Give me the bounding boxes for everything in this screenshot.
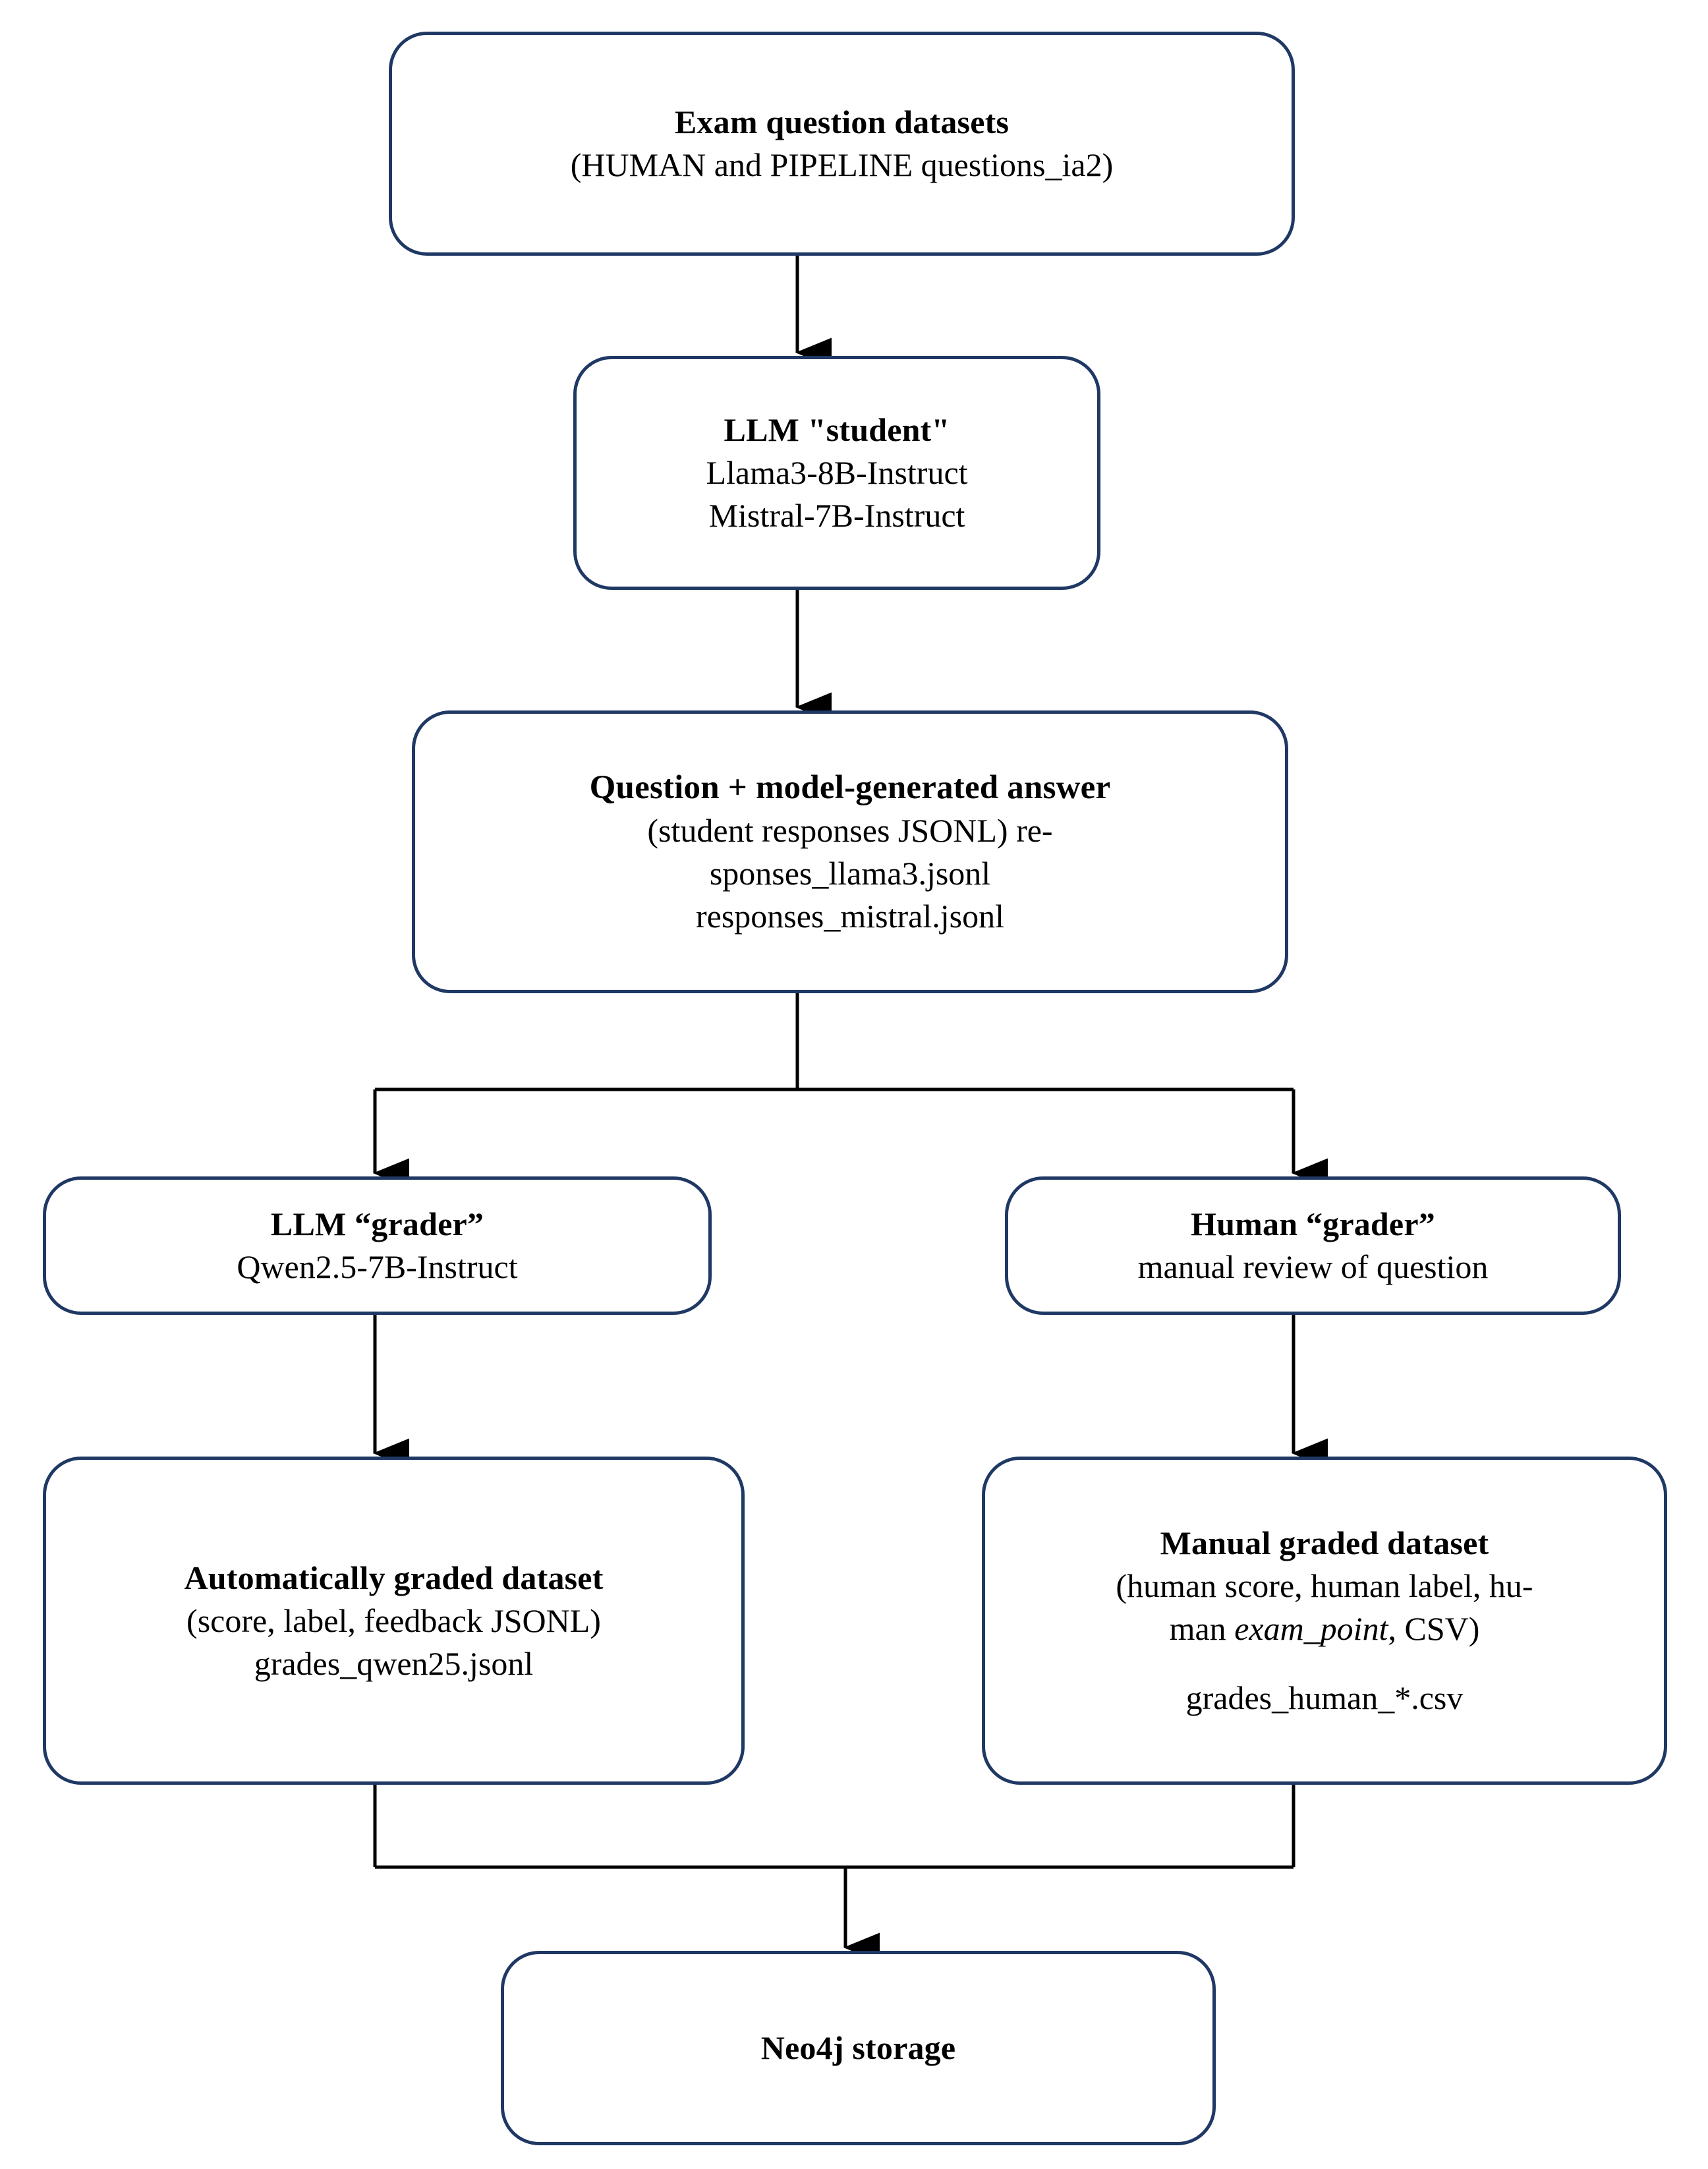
node-line: Mistral-7B-Instruct (708, 497, 965, 534)
node-line: sponses_llama3.jsonl (709, 855, 991, 892)
node-human-grader[interactable]: Human “grader” manual review of question (1005, 1176, 1621, 1315)
node-line: manual review of question (1137, 1248, 1489, 1285)
node-line: Qwen2.5-7B-Instruct (237, 1248, 518, 1285)
node-line: Llama3-8B-Instruct (706, 454, 968, 491)
node-title: Exam question datasets (674, 103, 1010, 140)
node-title: Question + model-generated answer (589, 768, 1111, 806)
node-line: (score, label, feedback JSONL) (186, 1602, 601, 1639)
node-line: grades_human_*.csv (1185, 1679, 1464, 1716)
exam-point-italic: exam_point (1234, 1610, 1388, 1647)
node-title: Neo4j storage (760, 2029, 956, 2066)
node-title: Human “grader” (1191, 1205, 1435, 1242)
line-prefix: man (1169, 1610, 1235, 1647)
node-title: Manual graded dataset (1160, 1524, 1489, 1561)
node-neo4j-storage[interactable]: Neo4j storage (501, 1951, 1216, 2145)
node-exam-question-datasets[interactable]: Exam question datasets (HUMAN and PIPELI… (389, 32, 1295, 256)
node-question-model-answer[interactable]: Question + model-generated answer (stude… (412, 710, 1288, 993)
node-line: (human score, human label, hu- (1116, 1567, 1533, 1604)
node-automatically-graded-dataset[interactable]: Automatically graded dataset (score, lab… (43, 1457, 745, 1785)
node-llm-student[interactable]: LLM "student" Llama3-8B-Instruct Mistral… (573, 356, 1100, 590)
line-suffix: , CSV) (1388, 1610, 1480, 1647)
node-line: (HUMAN and PIPELINE questions_ia2) (570, 146, 1114, 183)
node-line: (student responses JSONL) re- (647, 812, 1053, 850)
node-line: responses_mistral.jsonl (695, 898, 1005, 935)
node-title: LLM "student" (724, 411, 950, 448)
node-llm-grader[interactable]: LLM “grader” Qwen2.5-7B-Instruct (43, 1176, 712, 1315)
node-title: LLM “grader” (270, 1205, 484, 1242)
node-manual-graded-dataset[interactable]: Manual graded dataset (human score, huma… (982, 1457, 1667, 1785)
node-title: Automatically graded dataset (184, 1559, 604, 1596)
node-line: grades_qwen25.jsonl (254, 1644, 534, 1682)
node-line-with-italic: man exam_point, CSV) (1170, 1607, 1480, 1650)
